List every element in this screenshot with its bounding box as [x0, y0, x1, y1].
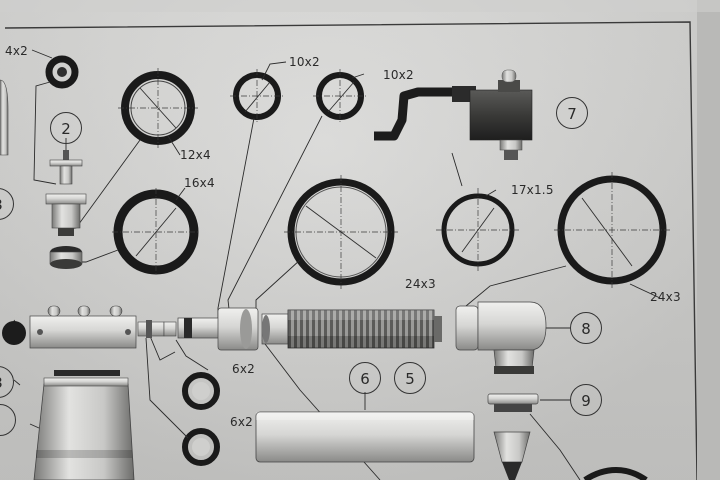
cap-part-9 [487, 393, 539, 480]
label-6x2-upper: 6x2 [232, 362, 255, 376]
cylinder-part-6 [255, 411, 475, 463]
valve-stem-part-2 [45, 150, 87, 269]
label-10x2-b: 10x2 [383, 68, 414, 82]
label-4x2: 4x2 [5, 44, 28, 58]
label-24x3-center: 24x3 [405, 277, 436, 291]
valve-body [2, 305, 137, 349]
ribbed-barrel-part-5 [261, 309, 442, 349]
o-ring-4x2 [45, 55, 79, 89]
sheet-border [4, 21, 698, 480]
callout-part-2: 2 [50, 112, 82, 144]
elbow-housing-part-8 [455, 301, 547, 374]
o-ring-24x3-right [557, 175, 667, 285]
callout-part-7: 7 [556, 97, 588, 129]
diameter-arrows [135, 81, 633, 267]
label-24x3-right: 24x3 [650, 290, 681, 304]
piston-stem [177, 307, 259, 351]
callout-part-5: 5 [394, 362, 426, 394]
o-ring-6x2-lower [182, 428, 220, 466]
label-6x2-lower: 6x2 [230, 415, 253, 429]
nozzle-tip [137, 320, 177, 338]
label-12x4: 12x4 [180, 148, 211, 162]
label-16x4: 16x4 [184, 176, 215, 190]
callout-part-9: 9 [570, 384, 602, 416]
label-17x1-5: 17x1.5 [511, 183, 554, 197]
sheet-margin [697, 0, 720, 480]
callout-part-6: 6 [349, 362, 381, 394]
o-ring-6x2-upper [182, 372, 220, 410]
label-10x2-a: 10x2 [289, 55, 320, 69]
o-ring-partial-bottom-right [583, 466, 648, 480]
filter-cup [33, 370, 135, 480]
callout-part-8: 8 [570, 312, 602, 344]
part-left-edge-top [0, 79, 9, 156]
hose-fitting-part-7 [374, 69, 533, 160]
